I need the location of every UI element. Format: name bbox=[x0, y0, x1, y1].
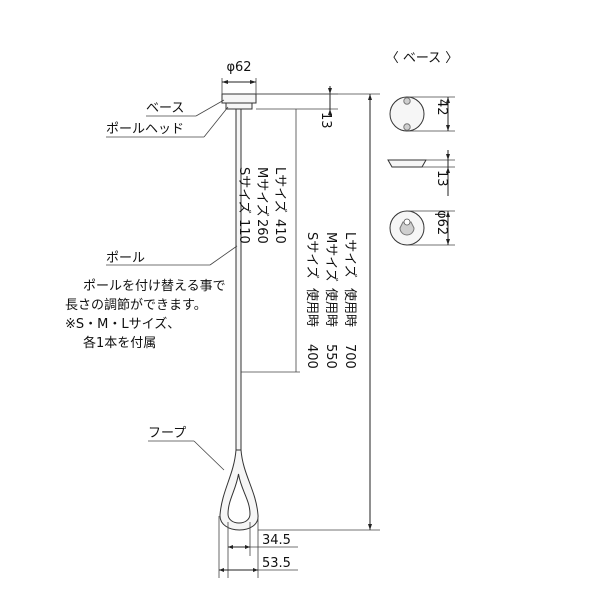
label-pole-head: ポールヘッド bbox=[106, 122, 184, 137]
pole-size-list: Sサイズ 110 Mサイズ 260 Lサイズ 410 bbox=[236, 167, 288, 244]
note-line-1: ポールを付け替える事で bbox=[83, 279, 226, 294]
usage-m-use: 使用時 bbox=[323, 288, 339, 327]
side-42-label: 42 bbox=[434, 99, 449, 116]
pole-head bbox=[225, 102, 253, 110]
screw-hole-bottom bbox=[403, 123, 411, 131]
base-side-view bbox=[387, 159, 427, 168]
side-phi62-label: φ62 bbox=[434, 210, 449, 235]
usage-s-use: 使用時 bbox=[304, 288, 320, 327]
label-pole: ポール bbox=[106, 251, 145, 266]
note-line-2: 長さの調節ができます。 bbox=[65, 298, 207, 313]
note-line-4: 各1本を付属 bbox=[83, 335, 156, 351]
usage-s-value: 400 bbox=[304, 344, 319, 369]
side-view-title: 〈 ベース 〉 bbox=[386, 51, 459, 66]
base-bottom-fitting bbox=[399, 221, 415, 236]
usage-l-value: 700 bbox=[342, 344, 357, 369]
label-hoop: フープ bbox=[148, 426, 186, 441]
note-line-3: ※S・M・Lサイズ、 bbox=[65, 316, 180, 332]
side-13-label: 13 bbox=[434, 170, 449, 187]
usage-m-value: 550 bbox=[323, 344, 338, 369]
pole-size-l-value: 410 bbox=[272, 219, 287, 244]
hoop-outer-width-label: 53.5 bbox=[262, 556, 291, 571]
screw-hole-top bbox=[403, 97, 411, 105]
usage-l-use: 使用時 bbox=[342, 288, 358, 327]
head-diameter-label: φ62 bbox=[226, 60, 251, 75]
pole-size-s-value: 110 bbox=[236, 219, 251, 244]
pole-size-m-name: Mサイズ bbox=[254, 167, 270, 217]
label-base: ベース bbox=[146, 101, 184, 116]
head-height-label: 13 bbox=[318, 112, 333, 129]
usage-length-list: Sサイズ 使用時 400 Mサイズ 使用時 550 Lサイズ 使用時 700 bbox=[304, 232, 358, 369]
usage-m-name: Mサイズ bbox=[323, 232, 339, 282]
base-plate bbox=[221, 93, 257, 104]
usage-l-name: Lサイズ bbox=[342, 232, 358, 278]
pole-size-s-name: Sサイズ bbox=[236, 167, 252, 214]
pole-size-l-name: Lサイズ bbox=[272, 167, 288, 213]
hoop-hole bbox=[227, 473, 251, 524]
hoop-inner-width-label: 34.5 bbox=[262, 533, 291, 548]
pole-shaft bbox=[235, 108, 242, 452]
usage-s-name: Sサイズ bbox=[304, 232, 320, 279]
pole-size-m-value: 260 bbox=[254, 219, 269, 244]
